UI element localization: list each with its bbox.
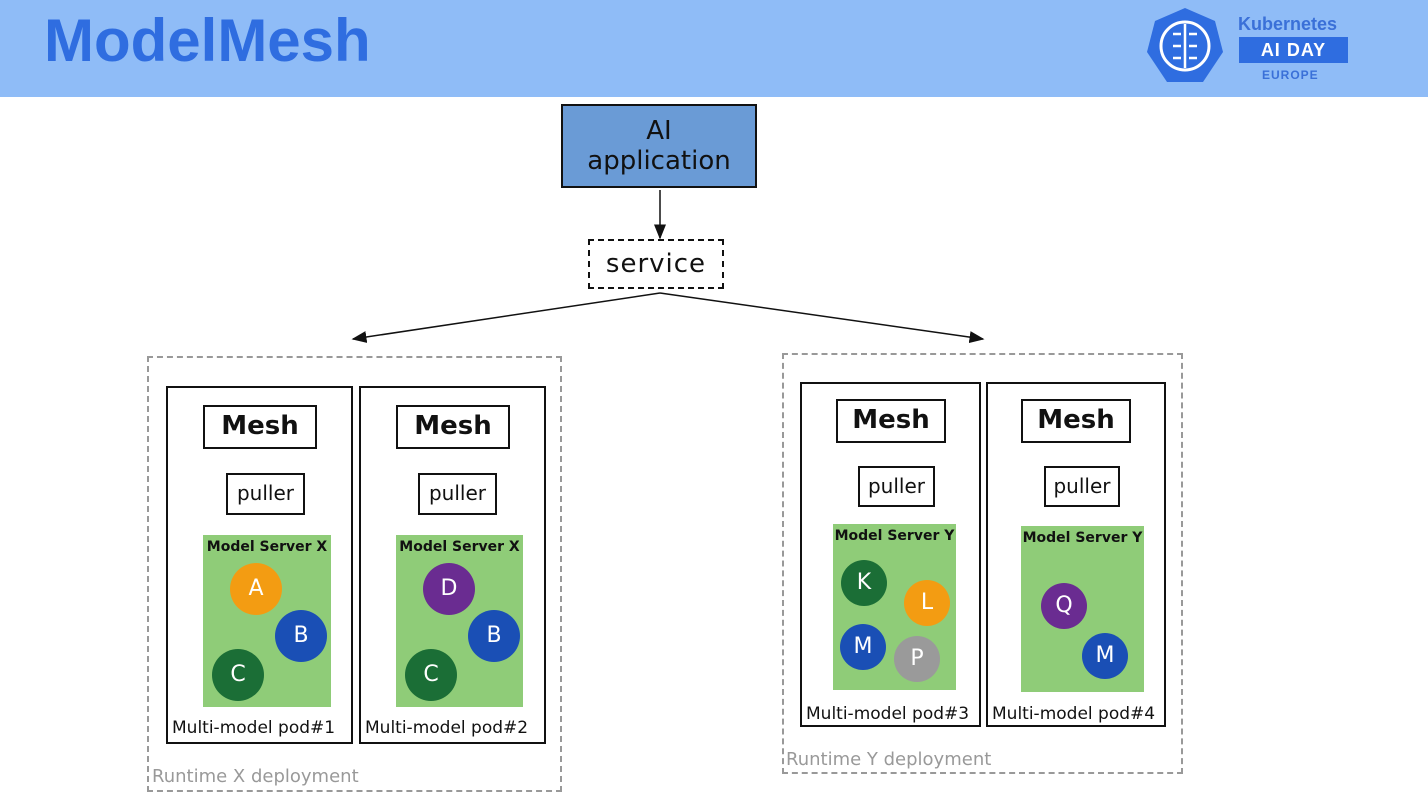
- model-b: B: [468, 610, 520, 662]
- pod-4-mesh: Mesh: [1021, 399, 1131, 443]
- model-m: M: [1082, 633, 1128, 679]
- model-p: P: [894, 636, 940, 682]
- model-d: D: [423, 563, 475, 615]
- pod-1-mesh: Mesh: [203, 405, 317, 449]
- runtime-x-deployment: [147, 356, 562, 792]
- pod-1-puller: puller: [226, 473, 305, 515]
- pod-3-puller: puller: [858, 466, 935, 507]
- model-c: C: [212, 649, 264, 701]
- model-c: C: [405, 649, 457, 701]
- pod-2-label: Multi-model pod#2: [365, 718, 529, 738]
- pod-2-mesh: Mesh: [396, 405, 510, 449]
- page-title: ModelMesh: [44, 7, 371, 74]
- pod-3-mesh: Mesh: [836, 399, 946, 443]
- kubernetes-ai-day-logo: [1147, 8, 1223, 82]
- model-q: Q: [1041, 583, 1087, 629]
- model-m: M: [840, 624, 886, 670]
- pod-2-puller: puller: [418, 473, 497, 515]
- model-a: A: [230, 563, 282, 615]
- pod-1-label: Multi-model pod#1: [172, 718, 336, 738]
- arrow-service-to-runtime-x: [351, 292, 661, 343]
- pod-4-label: Multi-model pod#4: [992, 704, 1156, 724]
- runtime-y-deployment: [782, 353, 1183, 774]
- logo-kubernetes-text: Kubernetes: [1238, 14, 1338, 34]
- pod-4-model-server-label: Model Server Y: [1022, 530, 1143, 546]
- runtime-y-deployment-label: Runtime Y deployment: [786, 749, 992, 770]
- model-k: K: [841, 560, 887, 606]
- pod-3-model-server-label: Model Server Y: [834, 528, 955, 544]
- ai-application-label-line1: AI: [646, 116, 672, 146]
- ai-application-label-line2: application: [587, 146, 731, 176]
- logo-ai-day-text: AI DAY: [1239, 37, 1348, 63]
- logo-europe-text: EUROPE: [1262, 68, 1319, 82]
- service-box: service: [588, 239, 724, 289]
- arrow-service-to-runtime-y: [659, 292, 985, 344]
- model-b: B: [275, 610, 327, 662]
- pod-3-label: Multi-model pod#3: [806, 704, 970, 724]
- ai-application-box: AI application: [561, 104, 757, 188]
- runtime-x-deployment-label: Runtime X deployment: [152, 766, 359, 787]
- pod-2-model-server-label: Model Server X: [399, 539, 520, 555]
- pod-1-model-server-label: Model Server X: [206, 539, 328, 555]
- pod-4-puller: puller: [1044, 466, 1120, 507]
- model-l: L: [904, 580, 950, 626]
